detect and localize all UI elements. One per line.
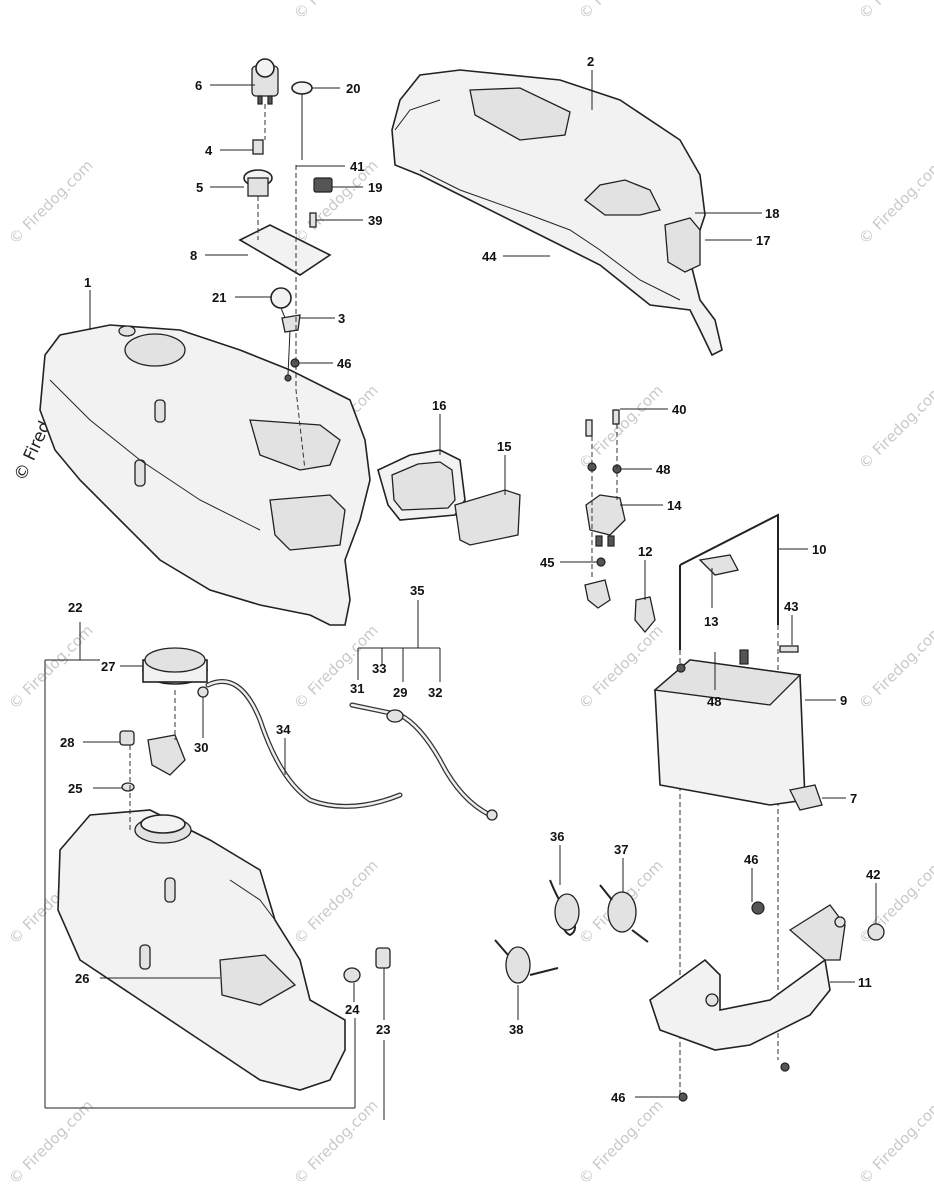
callout-48: 48 [656,462,670,477]
watermark: © Firedog.com [5,156,97,248]
callout-40: 40 [672,402,686,417]
callout-20: 20 [346,81,360,96]
callout-3: 3 [338,311,345,326]
callout-41: 41 [350,159,364,174]
callout-15: 15 [497,439,511,454]
callout-47: 46 [744,852,758,867]
watermark: © Firedog.com [5,1096,97,1188]
callout-25: 25 [68,781,82,796]
watermark: © Firedog.com [290,856,382,948]
callout-30: 30 [194,740,208,755]
callout-39: 39 [368,213,382,228]
lamp-assembly [377,449,521,546]
callout-48: 48 [707,694,721,709]
watermark: © Firedog.com [290,0,382,23]
watermark: © Firedog.com [855,621,934,713]
callout-22: 22 [68,600,82,615]
callout-13: 13 [704,614,718,629]
callout-27: 27 [101,659,115,674]
callout-34: 34 [276,722,291,737]
rear-cover [391,69,723,357]
hood-cover [39,324,371,626]
callout-17: 17 [756,233,770,248]
callout-18: 18 [765,206,779,221]
callout-45: 45 [540,555,554,570]
watermark: © Firedog.com [575,621,667,713]
battery-bracket [649,901,885,1102]
callout-12: 12 [638,544,652,559]
callout-23: 23 [376,1022,390,1037]
watermark: © Firedog.com [575,0,667,23]
callout-24: 24 [345,1002,360,1017]
callout-10: 10 [812,542,826,557]
watermark: © Firedog.com [855,0,934,23]
callout-14: 14 [667,498,682,513]
callout-29: 29 [393,685,407,700]
callout-46: 46 [337,356,351,371]
callout-42: 42 [866,867,880,882]
callout-43: 43 [784,599,798,614]
callout-32: 32 [428,685,442,700]
watermark: © Firedog.com [290,1096,382,1188]
callout-35: 35 [410,583,424,598]
battery [653,645,806,806]
callout-labels: 6 20 4 41 5 19 39 8 21 3 46 1 2 18 17 44… [60,54,880,1105]
fuel-cap-assembly [119,647,403,830]
relay [789,784,823,811]
callout-19: 19 [368,180,382,195]
callout-5: 5 [196,180,203,195]
regulator-assembly [584,409,739,634]
callout-26: 26 [75,971,89,986]
callout-2: 2 [587,54,594,69]
watermark: © Firedog.com [855,381,934,473]
watermark: © Firedog.com [575,1096,667,1188]
watermark: © Firedog.com [5,621,97,713]
watermark: © Firedog.com [290,621,382,713]
callout-38: 38 [509,1022,523,1037]
callout-36: 36 [550,829,564,844]
leader-lines [83,70,877,1120]
switch-assembly [238,58,333,471]
vent-hose-assembly [349,702,498,821]
callout-31: 31 [350,681,364,696]
fuel-tank [57,809,346,1091]
callout-21: 21 [212,290,226,305]
callout-37: 37 [614,842,628,857]
callout-33: 33 [372,661,386,676]
callout-9: 9 [840,693,847,708]
watermark: © Firedog.com [855,156,934,248]
fuel-fittings [343,947,391,983]
callout-11: 11 [858,975,872,990]
watermark: © Firedog.com [855,1096,934,1188]
callout-1: 1 [84,275,91,290]
callout-28: 28 [60,735,74,750]
callout-7: 7 [850,791,857,806]
callout-44: 44 [482,249,497,264]
callout-8: 8 [190,248,197,263]
watermark: © Firedog.com [290,156,382,248]
grouping-brackets [44,600,441,1109]
callout-16: 16 [432,398,446,413]
callout-4: 4 [205,143,213,158]
callout-46: 46 [611,1090,625,1105]
wire-harness [494,879,649,984]
callout-6: 6 [195,78,202,93]
